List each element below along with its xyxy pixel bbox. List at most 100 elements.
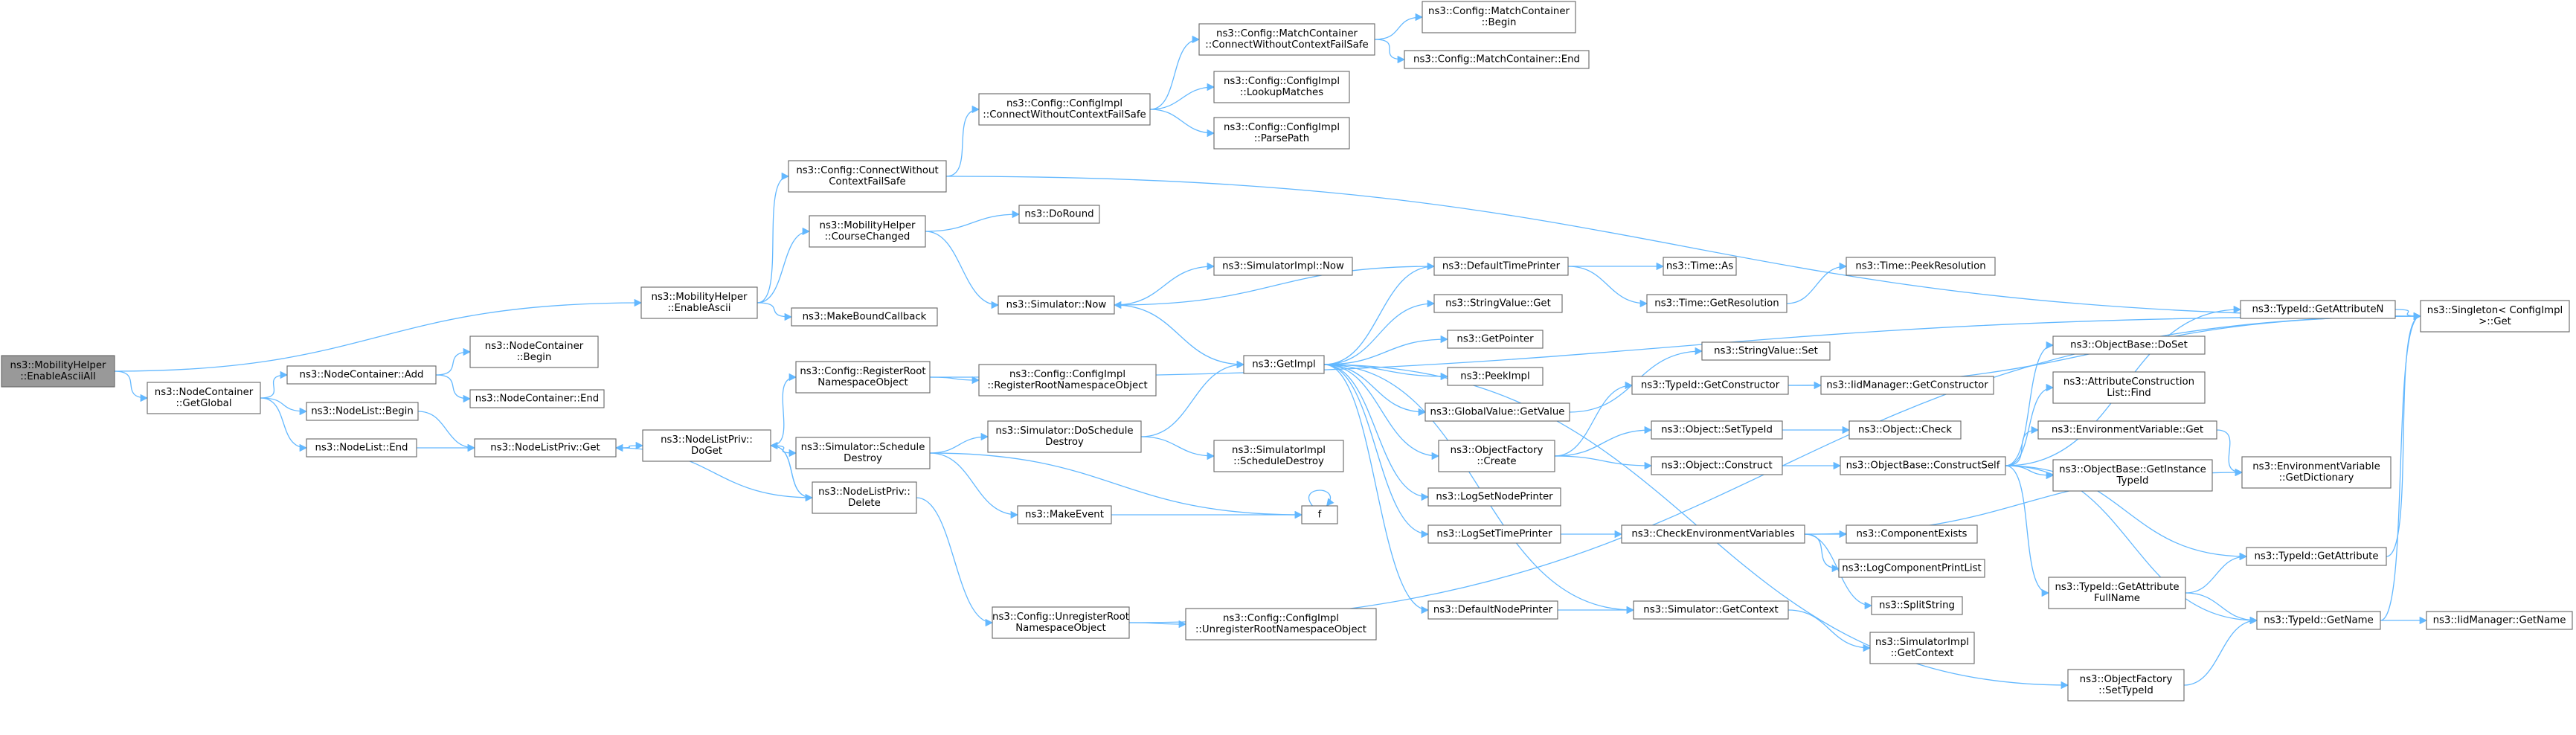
function-node-nl_end[interactable]: ns3::NodeList::End	[306, 438, 417, 458]
call-edge-mc_connect-to-mc_end	[1374, 39, 1406, 64]
function-node-iidmgr_getctor[interactable]: ns3::IidManager::GetConstructor	[1820, 376, 1994, 395]
function-node-iidmgr_getname[interactable]: ns3::IidManager::GetName	[2426, 611, 2573, 630]
call-edge-getimpl-to-logsetnodeprinter	[1323, 364, 1430, 501]
function-node-stringvalue_get[interactable]: ns3::StringValue::Get	[1433, 294, 1563, 313]
function-node-box	[1185, 608, 1377, 641]
function-node-typeid_getname[interactable]: ns3::TypeId::GetName	[2256, 611, 2381, 630]
function-node-obj_settypeid[interactable]: ns3::Object::SetTypeId	[1651, 420, 1783, 440]
function-node-stringvalue_set[interactable]: ns3::StringValue::Set	[1701, 341, 1831, 361]
function-node-label: ns3::EnvironmentVariable	[2252, 461, 2380, 472]
function-node-objbase_constructself[interactable]: ns3::ObjectBase::ConstructSelf	[1840, 456, 2006, 475]
call-edge-getimpl-to-defaulttimeprinter	[1323, 262, 1436, 365]
function-node-makeevent[interactable]: ns3::MakeEvent	[1017, 505, 1112, 524]
function-node-obj_construct[interactable]: ns3::Object::Construct	[1651, 456, 1783, 475]
function-node-label: ns3::GetImpl	[1252, 359, 1315, 370]
function-node-nc_add[interactable]: ns3::NodeContainer::Add	[286, 365, 437, 385]
function-node-box	[1213, 257, 1353, 276]
function-node-defaultnodeprinter[interactable]: ns3::DefaultNodePrinter	[1427, 600, 1558, 620]
function-node-objfactory_create[interactable]: ns3::ObjectFactory::Create	[1438, 440, 1555, 472]
function-node-doround[interactable]: ns3::DoRound	[1018, 205, 1100, 224]
function-node-typeid_getctor[interactable]: ns3::TypeId::GetConstructor	[1631, 376, 1789, 395]
function-node-box	[1433, 294, 1563, 313]
function-node-cfgimpl_parse[interactable]: ns3::Config::ConfigImpl::ParsePath	[1213, 117, 1350, 150]
function-node-getimpl[interactable]: ns3::GetImpl	[1243, 355, 1325, 374]
function-node-mh_coursechanged[interactable]: ns3::MobilityHelper::CourseChanged	[809, 215, 926, 248]
function-node-simimpl_sched[interactable]: ns3::SimulatorImpl::ScheduleDestroy	[1213, 440, 1344, 472]
call-edge-sim_sched_destroy-to-sim_doschedule	[929, 432, 989, 454]
function-node-label: ns3::ObjectFactory	[2080, 674, 2173, 685]
function-node-cfg_regroot[interactable]: ns3::Config::RegisterRootNamespaceObject	[795, 361, 931, 394]
function-node-label: ns3::EnvironmentVariable::Get	[2052, 425, 2203, 436]
function-node-obj_check[interactable]: ns3::Object::Check	[1849, 420, 1962, 440]
function-node-envvar_getdict[interactable]: ns3::EnvironmentVariable::GetDictionary	[2241, 456, 2392, 489]
call-edge-defaulttimeprinter-to-time_getres	[1567, 266, 1648, 308]
call-edge-typeid_getattr-to-singleton_get	[2386, 312, 2422, 557]
function-node-box	[998, 295, 1115, 315]
function-node-sim_now[interactable]: ns3::Simulator::Now	[998, 295, 1115, 315]
function-node-simimpl_now[interactable]: ns3::SimulatorImpl::Now	[1213, 257, 1353, 276]
function-node-label: Destroy	[1045, 437, 1084, 448]
function-node-logsettimeprinter[interactable]: ns3::LogSetTimePrinter	[1427, 524, 1561, 544]
call-edge-nc_add-to-nc_end	[435, 374, 472, 403]
call-edge-cfg_regroot-to-singleton_get	[929, 312, 2422, 378]
function-node-box	[1243, 355, 1325, 374]
call-edge-mh_enableascii-to-mh_coursechanged	[757, 227, 811, 304]
function-node-label: ::GetContext	[1891, 648, 1954, 659]
function-node-getpointer[interactable]: ns3::GetPointer	[1447, 330, 1544, 349]
function-node-cfgimpl_connect[interactable]: ns3::Config::ConfigImpl::ConnectWithoutC…	[978, 93, 1151, 126]
function-node-time_getres[interactable]: ns3::Time::GetResolution	[1646, 294, 1788, 313]
function-node-label: ns3::NodeContainer	[485, 341, 584, 352]
function-node-singleton_get[interactable]: ns3::Singleton< ConfigImpl >::Get	[2420, 300, 2570, 333]
function-node-cfg_connect[interactable]: ns3::Config::ConnectWithoutContextFailSa…	[788, 160, 947, 193]
function-node-globalvalue_get[interactable]: ns3::GlobalValue::GetValue	[1424, 402, 1570, 422]
function-node-nlp_doget[interactable]: ns3::NodeListPriv::DoGet	[642, 429, 771, 462]
function-node-nc_begin[interactable]: ns3::NodeContainer::Begin	[469, 336, 599, 368]
function-node-checkenvvars[interactable]: ns3::CheckEnvironmentVariables	[1621, 524, 1805, 544]
function-node-box	[1646, 294, 1788, 313]
function-node-label: NamespaceObject	[818, 377, 908, 388]
function-node-typeid_getattrn[interactable]: ns3::TypeId::GetAttributeN	[2240, 300, 2396, 319]
function-node-sim_sched_destroy[interactable]: ns3::Simulator::ScheduleDestroy	[795, 437, 931, 469]
function-node-nc_getglobal[interactable]: ns3::NodeContainer::GetGlobal	[147, 382, 261, 414]
function-node-cfgimpl_reg[interactable]: ns3::Config::ConfigImpl::RegisterRootNam…	[978, 364, 1157, 397]
function-node-mc_connect[interactable]: ns3::Config::MatchContainer::ConnectWith…	[1198, 23, 1375, 56]
function-node-nl_begin[interactable]: ns3::NodeList::Begin	[306, 402, 419, 421]
function-node-label: ns3::LogSetNodePrinter	[1436, 492, 1553, 503]
function-node-mh_enableascii[interactable]: ns3::MobilityHelper::EnableAscii	[640, 286, 758, 319]
function-node-cfgimpl_lookup[interactable]: ns3::Config::ConfigImpl::LookupMatches	[1213, 71, 1350, 103]
function-node-nlp_get[interactable]: ns3::NodeListPriv::Get	[474, 438, 617, 458]
function-node-typeid_getattr[interactable]: ns3::TypeId::GetAttribute	[2246, 547, 2387, 566]
function-node-box	[809, 215, 926, 248]
function-node-objbase_doset[interactable]: ns3::ObjectBase::DoSet	[2052, 336, 2206, 355]
call-edge-typeid_getattrfull-to-typeid_getattr	[2185, 552, 2248, 594]
function-node-root[interactable]: ns3::MobilityHelper::EnableAsciiAll	[1, 355, 115, 388]
function-node-mc_end[interactable]: ns3::Config::MatchContainer::End	[1404, 50, 1590, 69]
function-node-time_as[interactable]: ns3::Time::As	[1663, 257, 1737, 276]
call-edge-nlp_doget-to-cfg_regroot	[770, 373, 797, 446]
function-node-mc_begin[interactable]: ns3::Config::MatchContainer::Begin	[1422, 1, 1576, 33]
function-node-componentexists[interactable]: ns3::ComponentExists	[1846, 524, 1978, 544]
function-node-simimpl_getcontext[interactable]: ns3::SimulatorImpl::GetContext	[1869, 632, 1975, 664]
function-node-time_peekres[interactable]: ns3::Time::PeekResolution	[1846, 257, 1996, 276]
function-node-envvar_get[interactable]: ns3::EnvironmentVariable::Get	[2037, 420, 2217, 440]
function-node-nc_end[interactable]: ns3::NodeContainer::End	[469, 389, 605, 408]
function-node-label: ns3::PeekImpl	[1460, 371, 1529, 382]
function-node-box	[2240, 300, 2396, 319]
function-node-logcomponentprintlist[interactable]: ns3::LogComponentPrintList	[1838, 559, 1985, 578]
function-node-f[interactable]: f	[1301, 505, 1338, 524]
function-node-sim_getcontext[interactable]: ns3::Simulator::GetContext	[1633, 600, 1789, 620]
function-node-cfgimpl_unreg[interactable]: ns3::Config::ConfigImpl::UnregisterRootN…	[1185, 608, 1377, 641]
function-node-defaulttimeprinter[interactable]: ns3::DefaultTimePrinter	[1433, 257, 1569, 276]
function-node-label: ns3::DoRound	[1024, 209, 1093, 220]
function-node-peekimpl[interactable]: ns3::PeekImpl	[1447, 367, 1544, 386]
function-node-nlp_delete[interactable]: ns3::NodeListPriv::Delete	[812, 481, 917, 514]
function-node-cfg_unregroot[interactable]: ns3::Config::UnregisterRootNamespaceObje…	[992, 606, 1130, 639]
function-node-makebound[interactable]: ns3::MakeBoundCallback	[791, 307, 938, 327]
function-node-objfactory_settypeid[interactable]: ns3::ObjectFactory::SetTypeId	[2067, 669, 2185, 702]
function-node-splitstring[interactable]: ns3::SplitString	[1871, 596, 1963, 615]
function-node-logsetnodeprinter[interactable]: ns3::LogSetNodePrinter	[1427, 487, 1561, 507]
